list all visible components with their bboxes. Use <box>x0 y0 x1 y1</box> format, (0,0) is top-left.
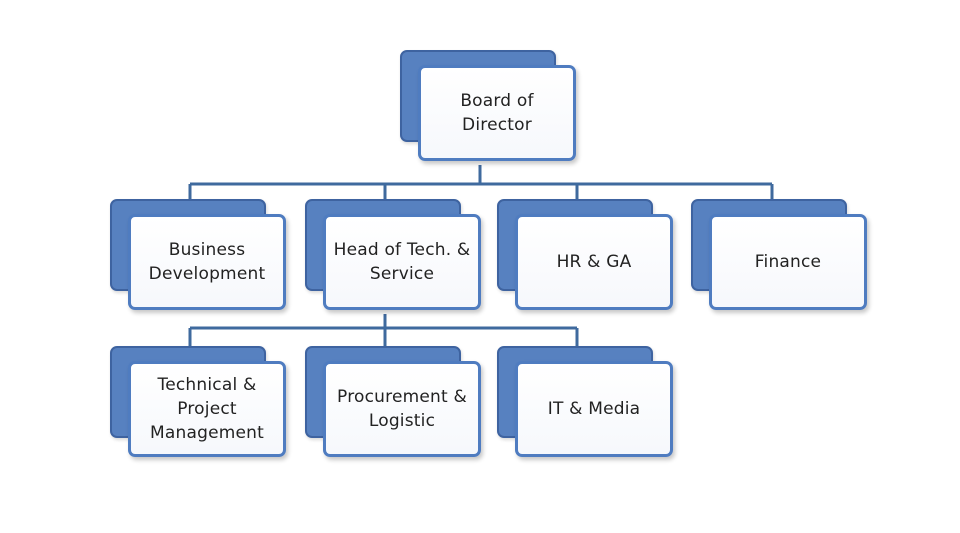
node-box: Procurement & Logistic <box>323 361 481 457</box>
node-head-of-tech-service: Head of Tech. & Service <box>305 199 481 315</box>
node-box: HR & GA <box>515 214 673 310</box>
node-label: Finance <box>754 252 822 272</box>
node-label: Procurement & Logistic <box>337 387 467 431</box>
node-box: Board of Director <box>418 65 576 161</box>
node-business-development: Business Development <box>110 199 286 315</box>
node-label: Board of Director <box>460 91 534 135</box>
node-label: Business Development <box>148 240 266 284</box>
node-box: Technical & Project Management <box>128 361 286 457</box>
node-procurement-logistic: Procurement & Logistic <box>305 346 481 462</box>
node-finance: Finance <box>691 199 867 315</box>
node-it-media: IT & Media <box>497 346 673 462</box>
node-label: HR & GA <box>556 252 632 272</box>
node-box: Finance <box>709 214 867 310</box>
node-board-of-director: Board of Director <box>400 50 576 166</box>
node-label: IT & Media <box>547 399 641 419</box>
node-box: IT & Media <box>515 361 673 457</box>
node-technical-project-management: Technical & Project Management <box>110 346 286 462</box>
node-label: Technical & Project Management <box>150 375 264 443</box>
node-box: Business Development <box>128 214 286 310</box>
node-label: Head of Tech. & Service <box>333 240 471 284</box>
node-hr-ga: HR & GA <box>497 199 673 315</box>
node-box: Head of Tech. & Service <box>323 214 481 310</box>
